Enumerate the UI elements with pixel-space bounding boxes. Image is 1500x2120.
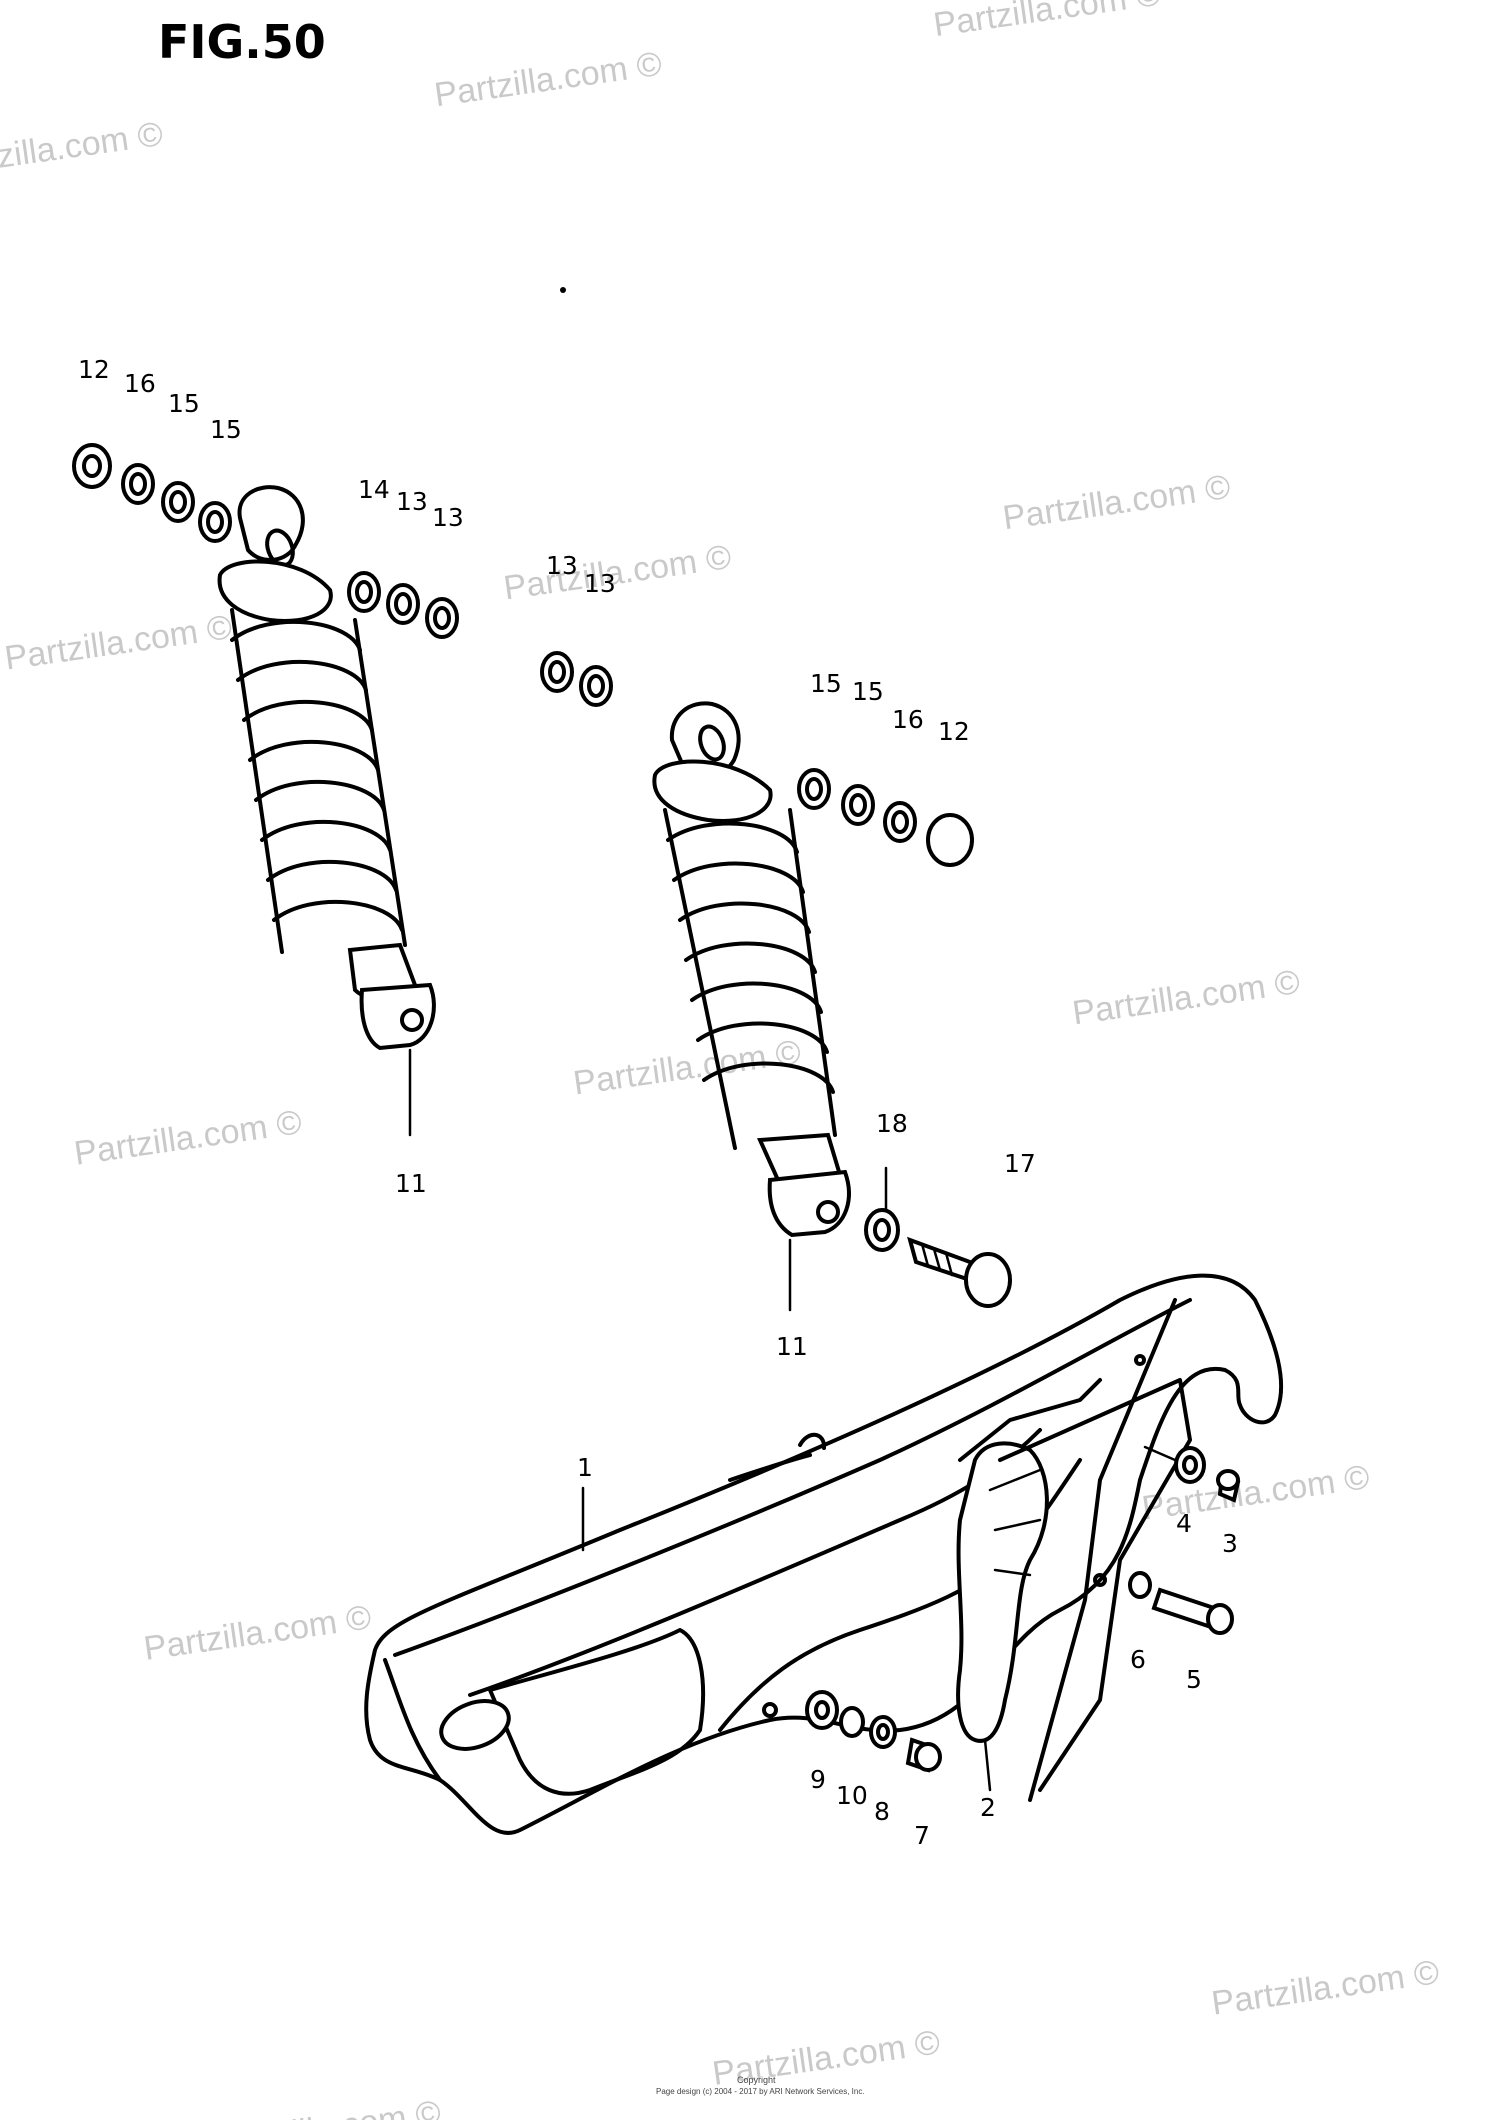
- left-spring-coils: [230, 619, 404, 932]
- washer-15-left-a: [161, 481, 195, 523]
- callout-label: 16: [124, 369, 156, 398]
- callout-label: 12: [78, 355, 110, 384]
- watermark: Partzilla.com ©: [1000, 468, 1232, 538]
- callout-label: 18: [876, 1109, 908, 1138]
- washer-13-a: [386, 583, 420, 625]
- callout-label: 15: [810, 669, 842, 698]
- cap-nut-12-right: [926, 813, 974, 867]
- chain-case: [364, 1273, 1284, 1835]
- callout-label: 15: [852, 677, 884, 706]
- callout-label: 1: [577, 1453, 593, 1482]
- callout-label: 3: [1222, 1529, 1238, 1558]
- callout-label: 9: [810, 1765, 826, 1794]
- washer-9: [805, 1690, 839, 1730]
- watermark: Partzilla.com ©: [931, 0, 1163, 44]
- callout-label: 13: [546, 551, 578, 580]
- hardware-parts: [72, 443, 1012, 1308]
- callout-label: 14: [358, 475, 390, 504]
- watermark: Partzilla.com ©: [0, 115, 165, 185]
- watermark-layer: Partzilla.com © Partzilla.com © Partzill…: [0, 0, 1441, 2120]
- washer-6: [1128, 1571, 1152, 1599]
- callout-label: 13: [584, 569, 616, 598]
- callout-label: 17: [1004, 1149, 1036, 1178]
- left-shock-absorber: [217, 485, 436, 1051]
- footer-copyright: Copyright: [737, 2075, 776, 2085]
- callout-label: 15: [210, 415, 242, 444]
- chain-case-window: [439, 1699, 511, 1751]
- figure-title: FIG.50: [158, 15, 326, 69]
- callout-label: 11: [395, 1169, 427, 1198]
- watermark: Partzilla.com ©: [571, 1033, 803, 1103]
- watermark: Partzilla.com ©: [501, 538, 733, 608]
- washer-13-b: [425, 597, 459, 639]
- callout-label: 4: [1176, 1509, 1192, 1538]
- washer-8: [869, 1715, 897, 1749]
- watermark: Partzilla.com ©: [141, 1598, 373, 1668]
- callout-label: 2: [980, 1793, 996, 1822]
- callout-label: 12: [938, 717, 970, 746]
- callout-label: 15: [168, 389, 200, 418]
- washer-13-d: [579, 665, 613, 707]
- callout-label: 10: [836, 1781, 868, 1810]
- watermark: Partzilla.com ©: [432, 45, 664, 115]
- washer-16-left: [121, 463, 155, 505]
- leader-lines: [408, 1048, 1177, 1792]
- footer-page-design: Page design (c) 2004 - 2017 by ARI Netwo…: [656, 2087, 865, 2096]
- callout-labels: 12 16 15 15 14 13 13 13 13 15 15 16 12 1…: [78, 355, 1238, 1850]
- washer-13-c: [540, 651, 574, 693]
- right-spring-coils: [666, 821, 835, 1094]
- watermark: Partzilla.com ©: [211, 2093, 443, 2120]
- case-hardware: [805, 1446, 1241, 1773]
- callout-label: 8: [874, 1797, 890, 1826]
- washer-18: [864, 1208, 900, 1252]
- callout-label: 13: [432, 503, 464, 532]
- watermark: Partzilla.com ©: [1209, 1953, 1441, 2023]
- stray-dot: [560, 287, 566, 293]
- washer-4: [1174, 1446, 1206, 1484]
- watermark: Partzilla.com ©: [72, 1103, 304, 1173]
- watermark: Partzilla.com ©: [1070, 963, 1302, 1033]
- callout-label: 16: [892, 705, 924, 734]
- watermark: Partzilla.com ©: [2, 608, 234, 678]
- washer-15-right-b: [841, 784, 875, 826]
- nut-12-left: [72, 443, 112, 489]
- callout-label: 6: [1130, 1645, 1146, 1674]
- callout-label: 7: [914, 1821, 930, 1850]
- right-shock-absorber: [652, 701, 851, 1238]
- nut-10: [839, 1706, 865, 1738]
- washer-15-right-a: [797, 768, 831, 810]
- callout-label: 13: [396, 487, 428, 516]
- callout-label: 11: [776, 1332, 808, 1361]
- washer-15-left-b: [198, 501, 232, 543]
- bracket-2: [956, 1378, 1192, 1792]
- washer-14: [347, 571, 381, 613]
- washer-16-right: [883, 801, 917, 843]
- callout-label: 5: [1186, 1665, 1202, 1694]
